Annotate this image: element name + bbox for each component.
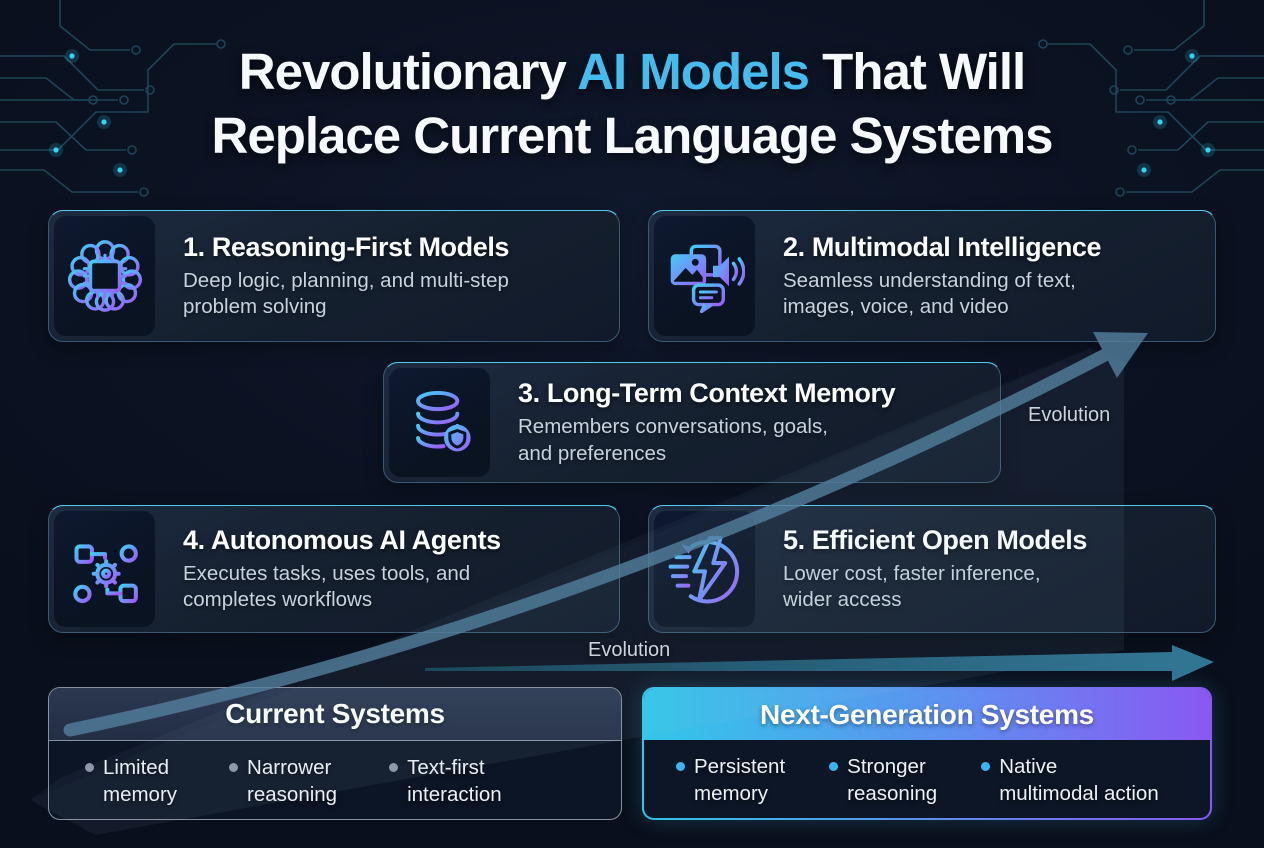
bullet-dot xyxy=(229,763,239,772)
bullet-item: Limited memory xyxy=(85,755,177,808)
card-reasoning-first: 1. Reasoning-First Models Deep logic, pl… xyxy=(47,209,621,342)
bullet-dot xyxy=(389,763,399,772)
card-title: 5. Efficient Open Models xyxy=(783,524,1087,555)
speed-bolt-icon xyxy=(654,511,755,627)
card-description: Deep logic, planning, and multi-step pro… xyxy=(183,268,509,318)
card-title: 4. Autonomous AI Agents xyxy=(183,524,501,555)
database-shield-icon xyxy=(389,368,490,477)
card-efficient-open: 5. Efficient Open Models Lower cost, fas… xyxy=(647,504,1217,633)
brain-chip-icon xyxy=(54,216,155,336)
bullet-item: Native multimodal action xyxy=(981,754,1159,807)
card-multimodal: 2. Multimodal Intelligence Seamless unde… xyxy=(647,209,1217,342)
panel-current-body: Limited memory Narrower reasoning Text-f… xyxy=(49,741,621,808)
card-description: Lower cost, faster inference, wider acce… xyxy=(783,561,1041,611)
card-description: Seamless understanding of text, images, … xyxy=(783,268,1076,318)
bullet-text: Persistent memory xyxy=(694,755,786,805)
multimodal-media-icon xyxy=(654,216,755,336)
card-title: 1. Reasoning-First Models xyxy=(183,231,510,262)
panel-next-header: Next-Generation Systems xyxy=(644,689,1210,740)
evolution-label-horizontal: Evolution xyxy=(588,639,671,661)
card-title: 2. Multimodal Intelligence xyxy=(783,231,1102,262)
bullet-text: Limited memory xyxy=(103,756,178,806)
bullet-item: Stronger reasoning xyxy=(829,754,937,807)
panel-next-title: Next-Generation Systems xyxy=(760,698,1094,730)
card-autonomous-agents: 4. Autonomous AI Agents Executes tasks, … xyxy=(47,504,621,633)
card-description: Remembers conversations, goals, and pref… xyxy=(518,415,828,465)
panel-next-body: Persistent memory Stronger reasoning Nat… xyxy=(644,740,1210,807)
panel-current-header: Current Systems xyxy=(49,688,621,741)
title-accent: AI Models xyxy=(577,43,810,100)
title-part1: Revolutionary xyxy=(238,43,578,100)
bullet-dot xyxy=(981,762,991,771)
bullet-text: Text-first interaction xyxy=(407,756,502,806)
card-title: 3. Long-Term Context Memory xyxy=(518,378,896,409)
bullet-item: Narrower reasoning xyxy=(229,755,337,808)
bullet-text: Narrower reasoning xyxy=(247,756,338,806)
main-title-line1: Revolutionary AI Models That Will xyxy=(0,40,1264,104)
panel-current-title: Current Systems xyxy=(225,698,445,729)
title-part2: That Will xyxy=(809,43,1026,100)
bullet-dot xyxy=(829,762,839,771)
main-title: Revolutionary AI Models That Will Replac… xyxy=(0,40,1264,168)
evolution-label-diagonal: Evolution xyxy=(1028,404,1111,426)
bullet-text: Stronger reasoning xyxy=(847,755,938,805)
bullet-dot xyxy=(85,763,94,772)
card-description: Executes tasks, uses tools, and complete… xyxy=(183,561,471,611)
bullet-item: Persistent memory xyxy=(676,754,785,807)
card-context-memory: 3. Long-Term Context Memory Remembers co… xyxy=(382,361,1002,483)
panel-current-systems: Current Systems Limited memory Narrower … xyxy=(48,687,622,820)
workflow-gear-icon xyxy=(54,511,155,627)
panel-next-generation: Next-Generation Systems Persistent memor… xyxy=(642,687,1212,820)
bullet-text: Native multimodal action xyxy=(999,755,1159,805)
bullet-dot xyxy=(676,762,685,771)
main-title-line2: Replace Current Language Systems xyxy=(211,107,1054,164)
panel-next-inner: Next-Generation Systems Persistent memor… xyxy=(644,689,1210,818)
bullet-item: Text-first interaction xyxy=(389,755,502,808)
evolution-arrow-horizontal xyxy=(425,645,1214,681)
